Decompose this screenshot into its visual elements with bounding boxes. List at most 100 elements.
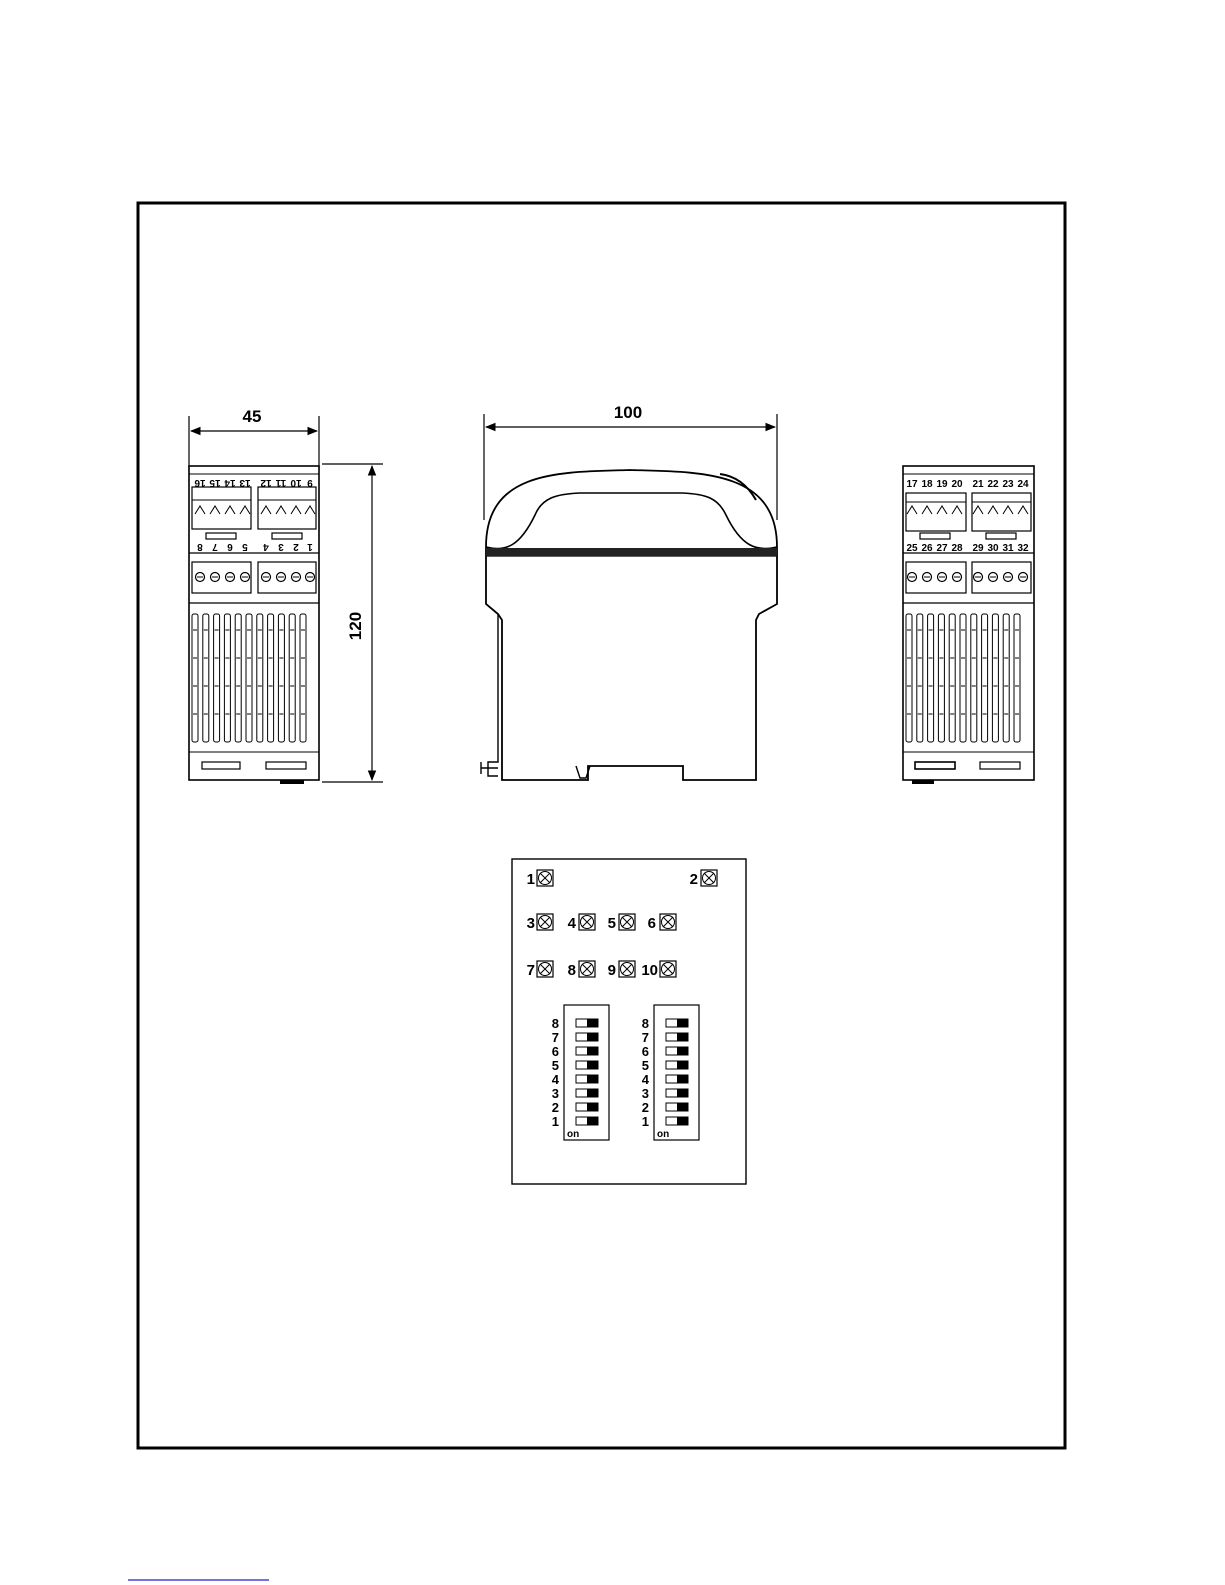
terminal-label: 19 [936,479,948,490]
dip-lever [587,1019,598,1027]
dip-lever [677,1033,688,1041]
vent-slot [949,614,955,742]
dip-position-label: 5 [552,1058,559,1073]
led-2: 2 [690,870,717,888]
dip-lever [587,1103,598,1111]
vent-slot [971,614,977,742]
vent-slot [928,614,934,742]
terminal-label: 2 [293,541,299,552]
rear-view: 17 18 19 20 21 22 23 24 25 26 27 28 29 3… [903,466,1034,784]
terminal-label: 14 [224,477,236,488]
vent-slot [938,614,944,742]
depth-dimension-label: 100 [614,403,642,422]
led-label: 1 [527,871,535,888]
dip-position-label: 4 [642,1072,650,1087]
terminal-label: 23 [1002,479,1014,490]
dip-lever [587,1061,598,1069]
dip-position-label: 4 [552,1072,560,1087]
led-label: 4 [568,915,577,932]
led-label: 2 [690,871,698,888]
dip-position-label: 6 [642,1044,649,1059]
terminal-label: 3 [278,541,284,552]
led-8: 8 [568,961,595,979]
vent-slot [1014,614,1020,742]
terminal-label: 29 [972,543,984,554]
terminal-label: 16 [194,477,206,488]
vent-slot [268,614,274,742]
vent-slot [235,614,241,742]
vent-slot [203,614,209,742]
led-label: 6 [648,915,656,932]
terminal-label: 4 [263,541,269,552]
terminal-label: 5 [242,541,248,552]
vent-slot [960,614,966,742]
drawing-frame [138,203,1065,1448]
dip-lever [677,1019,688,1027]
terminal-label: 18 [921,479,933,490]
terminal-label: 8 [197,541,203,552]
dip-position-label: 7 [552,1030,559,1045]
terminal-label: 13 [239,477,251,488]
led-4: 4 [568,914,595,932]
dip-position-label: 8 [552,1016,559,1031]
led-dip-panel: 1 2 3 4 5 6 7 8 [512,859,746,1184]
led-label: 10 [641,962,658,979]
dip-position-label: 3 [642,1086,649,1101]
terminal-label: 6 [227,541,233,552]
terminal-label: 30 [987,543,999,554]
led-label: 3 [527,915,535,932]
dip-lever [587,1033,598,1041]
terminal-label: 32 [1017,543,1029,554]
side-view: 100 [481,403,777,780]
dip-on-label: on [567,1129,579,1140]
terminal-label: 7 [212,541,218,552]
terminal-label: 10 [290,477,302,488]
vent-slot [257,614,263,742]
width-dimension-label: 45 [243,407,262,426]
terminal-label: 15 [209,477,221,488]
dip-position-label: 1 [552,1114,559,1129]
dip-on-label: on [657,1129,669,1140]
terminal-label: 12 [260,477,272,488]
dip-lever [587,1075,598,1083]
dip-lever [677,1075,688,1083]
dip-position-label: 7 [642,1030,649,1045]
led-3: 3 [527,914,553,932]
vent-slot [917,614,923,742]
terminal-label: 22 [987,479,999,490]
led-9: 9 [608,961,635,979]
vent-slot [224,614,230,742]
vent-slot [192,614,198,742]
led-label: 7 [527,962,535,979]
terminal-label: 1 [307,541,313,552]
dip-position-label: 2 [552,1100,559,1115]
dip-position-label: 6 [552,1044,559,1059]
dip-position-label: 3 [552,1086,559,1101]
vent-slot [278,614,284,742]
terminal-label: 26 [921,543,933,554]
led-7: 7 [527,961,553,979]
terminal-label: 31 [1002,543,1014,554]
led-label: 9 [608,962,616,979]
vent-slot [982,614,988,742]
vent-slot [289,614,295,742]
rear-vent-slots [906,614,1020,742]
dip-lever [677,1061,688,1069]
terminal-label: 9 [307,477,313,488]
dip-lever [677,1089,688,1097]
terminal-label: 21 [972,479,984,490]
terminal-label: 24 [1017,479,1029,490]
vent-slot [214,614,220,742]
terminal-label: 11 [275,477,286,488]
led-6: 6 [648,914,676,932]
dip-position-label: 5 [642,1058,649,1073]
vent-slot [246,614,252,742]
dip-lever [677,1103,688,1111]
vent-slot [906,614,912,742]
dip-lever [587,1117,598,1125]
dip-lever [677,1047,688,1055]
led-label: 8 [568,962,576,979]
vent-slot [300,614,306,742]
terminal-label: 25 [906,543,918,554]
